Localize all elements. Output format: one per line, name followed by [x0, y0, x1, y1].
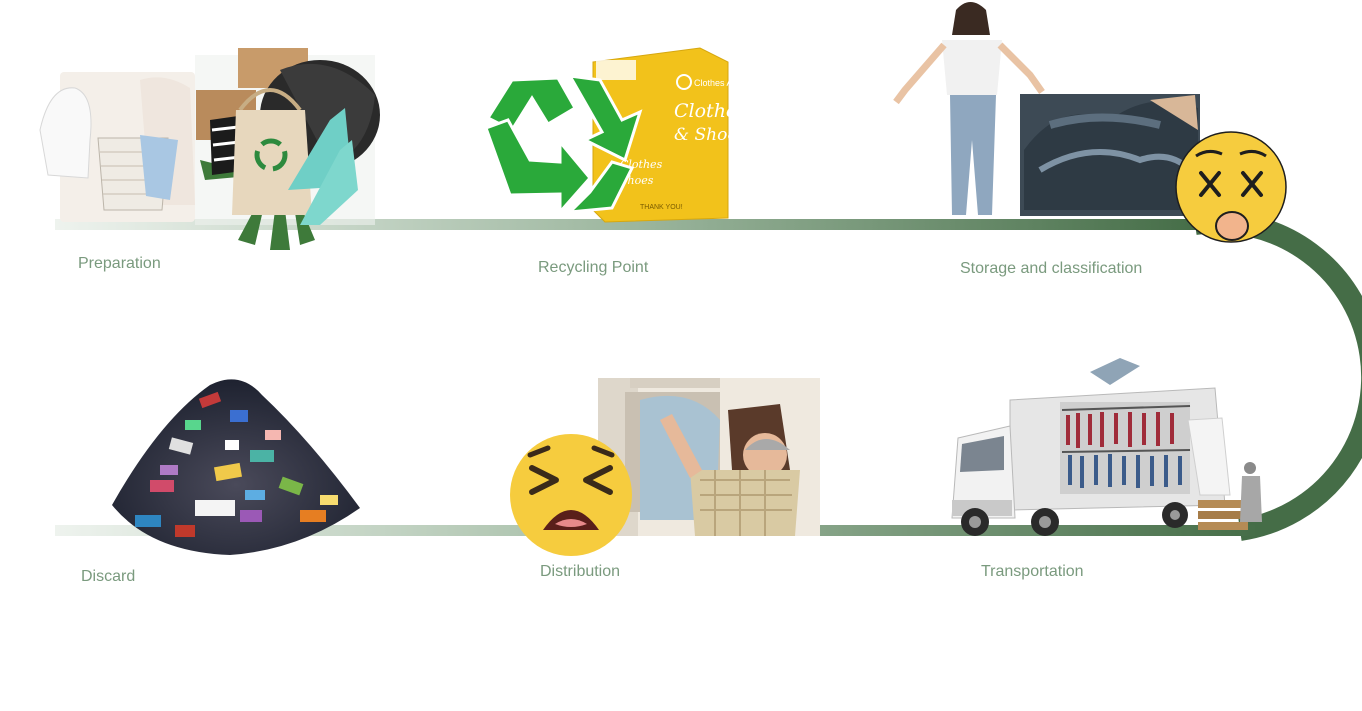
bin-brand-text: Clothes Aid [694, 78, 740, 88]
connector-curve [1193, 211, 1362, 541]
discard-image [112, 379, 360, 555]
tired-face-emoji [510, 434, 632, 556]
label-transportation: Transportation [981, 563, 1084, 580]
label-discard: Discard [81, 568, 135, 585]
recycle-icon [484, 74, 643, 216]
bin-title-line1: Clothes [674, 100, 747, 122]
bin-title-line2: & Shoes [674, 125, 746, 145]
label-storage-classification: Storage and classification [960, 260, 1142, 277]
label-recycling-point: Recycling Point [538, 259, 649, 276]
label-distribution: Distribution [540, 563, 620, 580]
dizzy-face-emoji [1175, 131, 1287, 243]
label-preparation: Preparation [78, 255, 161, 272]
recycling-point-image: Clothes Aid Clothes & Shoes Clothes Shoe… [484, 47, 747, 223]
preparation-image [39, 48, 380, 250]
bin-footer-text: THANK YOU! [640, 204, 683, 211]
distribution-image [510, 378, 820, 556]
storage-image [893, 2, 1287, 243]
top-path-line [55, 219, 1200, 230]
transportation-image [951, 358, 1262, 536]
